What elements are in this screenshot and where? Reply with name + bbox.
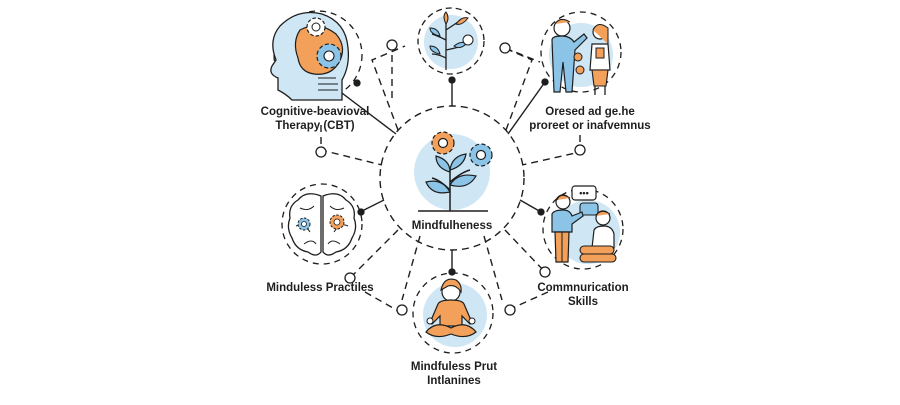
node-label-meditation: Mindfuless Prut Intlanines: [411, 360, 497, 388]
node-label-practices: Minduless Practiles: [266, 281, 373, 295]
plant-gears-icon: [414, 131, 493, 212]
label-line: Oresed ad ge.he: [545, 106, 635, 118]
connector-ring-b: [499, 45, 533, 131]
connector-center-guidance: [507, 81, 546, 135]
brain-gears-icon: [281, 183, 363, 265]
open-node: [344, 272, 356, 284]
two-people-icon: [540, 11, 622, 95]
filled-node: [357, 208, 365, 216]
filled-node: [537, 208, 545, 216]
center-label: Mindfulheness: [412, 219, 493, 233]
open-node: [574, 144, 586, 156]
label-line: proreet or inafvemnus: [529, 120, 651, 132]
meditating-person-icon: [412, 272, 494, 354]
connector-guidance-circle: [504, 47, 541, 63]
label-line: Mindfuless Prut: [410, 361, 498, 373]
label-line: Minduless Practiles: [266, 282, 374, 294]
filled-node: [448, 268, 456, 276]
open-node: [499, 42, 511, 54]
connector-med-right: [483, 235, 503, 301]
connector-guidance-down: [521, 135, 581, 166]
label-line: Cognitive-beavioval: [260, 106, 370, 118]
connector-practices-bottom: [364, 291, 401, 313]
label-line: Intlanines: [427, 375, 481, 387]
connector-communication-low: [504, 229, 546, 273]
open-node: [315, 146, 327, 158]
node-label-cbt: Cognitive-beavioval Therapy (CBT): [261, 105, 370, 133]
filled-node: [353, 79, 361, 87]
open-node: [396, 304, 408, 316]
open-node: [504, 304, 516, 316]
connector-ring-a: [371, 45, 406, 131]
svg-text:•••: •••: [579, 188, 588, 198]
plant-icon: [417, 7, 485, 75]
filled-node: [541, 78, 549, 86]
open-node: [386, 39, 398, 51]
label-line: Commnurication: [537, 282, 629, 294]
node-label-communication: Commnurication Skills: [537, 281, 628, 309]
filled-node: [448, 76, 456, 84]
head-gears-icon: [270, 10, 363, 101]
node-label-guidance: Oresed ad ge.he proreet or inafvemnus: [529, 105, 650, 133]
connector-med-left: [401, 235, 421, 301]
label-line: Skills: [567, 296, 599, 308]
label-line: Therapy (CBT): [275, 120, 355, 132]
connector-center-communication: [519, 199, 542, 213]
center-label-text: Mindfulheness: [411, 220, 493, 232]
conversation-icon: •••: [542, 185, 624, 270]
connector-practices-low: [349, 229, 399, 279]
open-node: [539, 266, 551, 278]
connector-dots: [315, 39, 586, 316]
